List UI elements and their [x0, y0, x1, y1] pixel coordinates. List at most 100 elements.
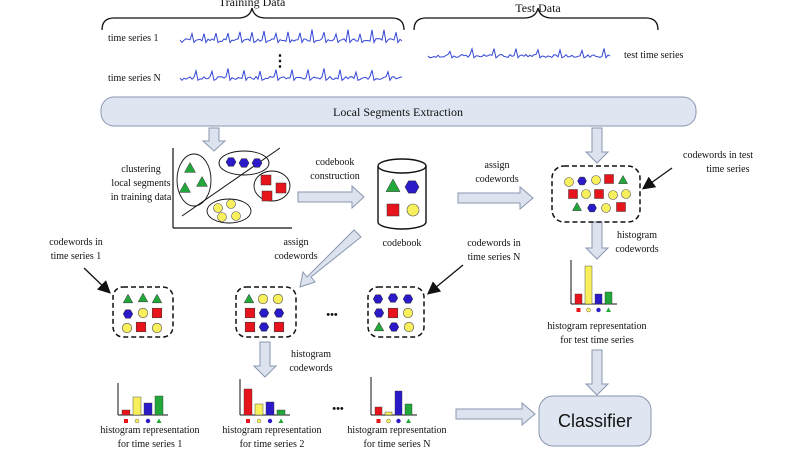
arrow-test-hist-to-classifier — [584, 349, 610, 396]
histogram-repr-test-line-1: histogram representation — [547, 321, 646, 332]
clustering-label-line-1: clustering — [121, 164, 160, 175]
ts2-histogram-marker-square — [246, 419, 250, 423]
tsn-histogram-bar — [384, 411, 393, 416]
green-triangle-codeword — [572, 201, 582, 211]
yellow-circle-codeword — [608, 190, 618, 200]
histogram-repr-test-line-2: for test time series — [560, 335, 634, 346]
red-square-codeword — [386, 203, 400, 217]
codewords-ts1-line-2: time series 1 — [51, 251, 102, 262]
green-triangle-codeword — [243, 293, 255, 304]
green-triangle-codeword — [618, 174, 628, 184]
histogram-repr-ts1-line-2: for time series 1 — [118, 439, 183, 450]
ts2-histogram-bar — [243, 388, 253, 416]
ts1-histogram-marker-square — [124, 419, 128, 423]
ts2-histogram-bar — [265, 401, 275, 416]
ts1-histogram-bar — [154, 395, 164, 416]
yellow-circle-codeword — [564, 177, 574, 187]
red-square-codeword — [275, 182, 287, 194]
blue-hexagon-codeword — [373, 308, 385, 318]
tsn-histogram-marker-triangle — [406, 418, 411, 423]
red-square-codeword — [273, 321, 285, 333]
yellow-circle-codeword — [137, 307, 149, 319]
time-series-n-label: time series N — [108, 73, 161, 84]
histogram-repr-ts1-line-1: histogram representation — [100, 425, 199, 436]
codewords-ts1-line-1: codewords in — [49, 237, 103, 248]
histogram-repr-tsn-line-2: for time series N — [364, 439, 431, 450]
yellow-circle-codeword — [591, 175, 601, 185]
blue-hexagon-codeword — [273, 308, 285, 318]
tsn-histogram-bar — [404, 403, 413, 416]
ts2-histogram-bar — [254, 403, 264, 416]
test-data-title: Test Data — [515, 1, 561, 15]
classifier-box — [538, 395, 652, 447]
assign-codewords-train-line-1: assign — [284, 237, 309, 248]
red-square-codeword — [244, 307, 256, 319]
ts1-histogram-bar — [132, 396, 142, 416]
arrow-assign-train — [299, 229, 362, 288]
green-triangle-codeword — [196, 175, 208, 187]
clustering-divider — [181, 147, 281, 217]
tsn-histogram-marker-square — [376, 419, 381, 423]
blue-hexagon-codeword — [577, 176, 587, 186]
time-series-n-signal — [179, 68, 403, 82]
histogram-codewords-test-line-1: histogram — [617, 230, 657, 241]
cluster-green-ellipse — [176, 153, 212, 207]
yellow-circle-codeword — [621, 189, 631, 199]
ts1-codewords-box — [112, 286, 174, 338]
ts1-histogram-bar — [121, 409, 131, 416]
cluster-yellow-ellipse — [206, 198, 252, 224]
histogram-codewords-train-line-2: codewords — [289, 363, 332, 374]
test-time-series-signal — [427, 46, 611, 60]
test-codewords-box — [551, 165, 641, 223]
local-segments-extraction-bar — [100, 96, 697, 127]
green-triangle-codeword — [179, 181, 191, 193]
yellow-circle-codeword — [231, 211, 241, 221]
codewords-in-test-line-1: codewords in test — [683, 150, 753, 161]
time-series-1-label: time series 1 — [108, 33, 159, 44]
red-square-codeword — [616, 202, 626, 212]
clustering-label-line-2: local segments — [111, 178, 170, 189]
histogram-codewords-test-line-2: codewords — [615, 244, 658, 255]
ellipsis-histograms: ••• — [332, 403, 344, 415]
arrow-extraction-to-clustering — [201, 127, 227, 152]
yellow-circle-codeword — [151, 322, 163, 334]
red-square-codeword — [387, 307, 399, 319]
ts1-histogram-bar — [143, 402, 153, 416]
red-square-codeword — [568, 189, 578, 199]
blue-hexagon-codeword — [404, 180, 420, 194]
pointer-test-codewords — [641, 167, 673, 190]
red-square-codeword — [151, 307, 163, 319]
histogram-repr-ts2-line-2: for time series 2 — [240, 439, 305, 450]
blue-hexagon-codeword — [388, 322, 400, 332]
blue-hexagon-codeword — [238, 158, 250, 168]
red-square-codeword — [261, 190, 273, 202]
ts2-histogram-bar — [276, 409, 286, 416]
histogram-repr-ts2-line-1: histogram representation — [222, 425, 321, 436]
blue-hexagon-codeword — [258, 322, 270, 332]
ts1-histogram-marker-circle — [134, 418, 140, 424]
test-histogram-marker-circle — [586, 307, 591, 313]
blue-hexagon-codeword — [258, 308, 270, 318]
arrow-extraction-to-test — [584, 127, 610, 164]
clustering-label-line-3: in training data — [111, 192, 172, 203]
tsn-histogram-bar — [394, 390, 403, 416]
arrow-train-histogram — [252, 341, 278, 378]
green-triangle-codeword — [122, 293, 134, 304]
blue-hexagon-codeword — [587, 203, 597, 213]
codebook-label: codebook — [383, 238, 422, 249]
red-square-codeword — [135, 321, 147, 333]
ts2-codewords-box — [235, 286, 297, 338]
red-square-codeword — [244, 321, 256, 333]
time-series-1-signal — [179, 29, 403, 45]
yellow-circle-codeword — [601, 203, 611, 213]
tsn-codewords-box — [367, 286, 425, 338]
histogram-repr-tsn-line-1: histogram representation — [347, 425, 446, 436]
test-histogram-marker-triangle — [606, 307, 611, 312]
green-triangle-codeword — [373, 321, 385, 332]
assign-codewords-train-line-2: codewords — [274, 251, 317, 262]
codewords-in-test-line-2: time series — [706, 164, 749, 175]
assign-codewords-test-line-2: codewords — [475, 174, 518, 185]
training-brace — [101, 7, 405, 31]
cluster-blue-ellipse — [218, 150, 270, 176]
